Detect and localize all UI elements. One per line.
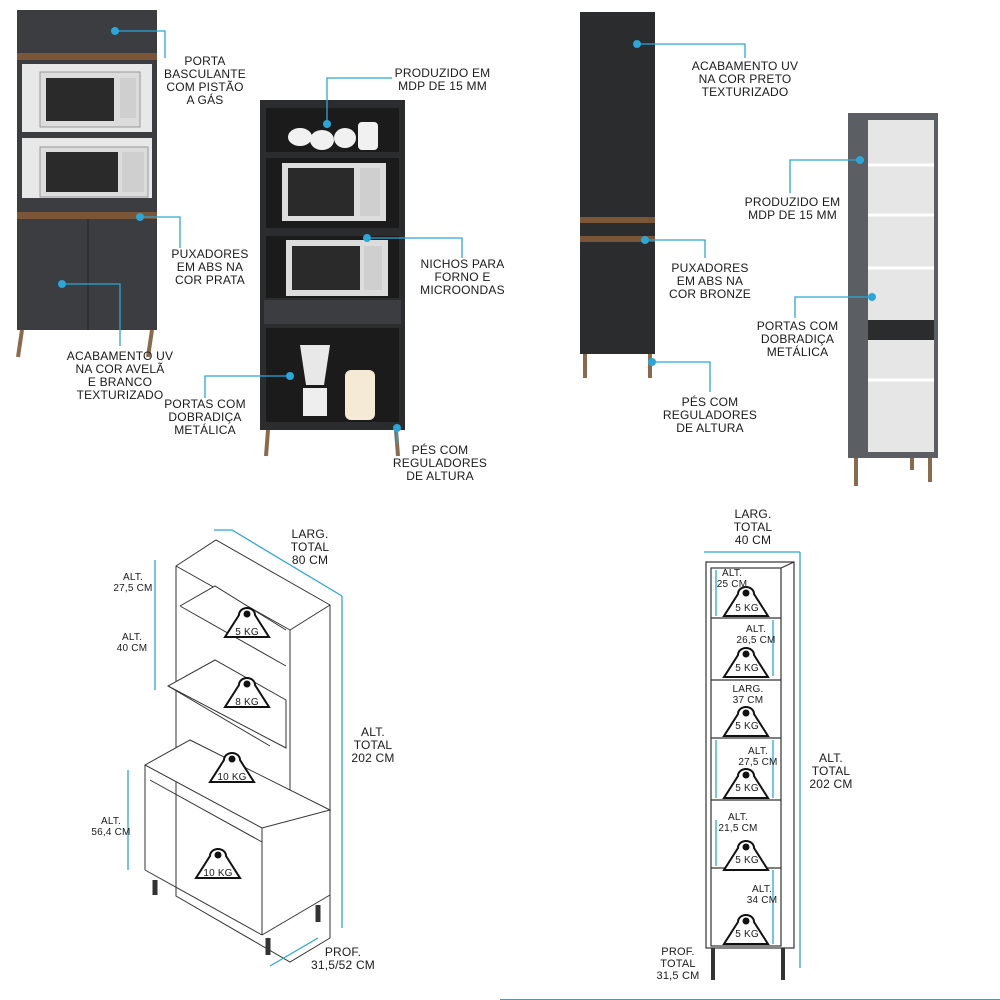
dim-prof-left: PROF. 31,5/52 CM xyxy=(310,945,376,972)
dim-shelf-4: ALT. 27,5 CM xyxy=(738,746,778,768)
weight-label-r5: 5 Kg xyxy=(735,855,759,866)
dim-alt-2-left: ALT. 40 CM xyxy=(116,632,148,654)
dim-shelf-2: ALT. 26,5 CM xyxy=(736,624,776,646)
label-portas-dobradica-2: PORTAS COM DOBRADIÇA METÁLICA xyxy=(756,319,839,359)
label-puxadores-prata: PUXADORES EM ABS NA COR PRATA xyxy=(171,247,249,287)
dim-larg-total-right: LARG. TOTAL 40 CM xyxy=(733,507,773,547)
cabinet-4-technical-drawing xyxy=(705,561,795,980)
cabinet-1-image xyxy=(16,10,157,358)
callout-lines xyxy=(62,30,872,444)
weight-label-r1: 5 Kg xyxy=(735,603,759,614)
cabinet-1-dimension-lines xyxy=(127,529,343,967)
weight-label-1: 5 Kg xyxy=(235,627,259,638)
dim-shelf-5: ALT. 21,5 CM xyxy=(718,812,758,834)
cabinet-2-image xyxy=(260,100,405,457)
weight-label-r2: 5 Kg xyxy=(735,663,759,674)
cabinet-4-image xyxy=(848,113,938,486)
label-acabamento-preto: ACABAMENTO UV NA COR PRETO TEXTURIZADO xyxy=(691,59,799,99)
weight-label-4: 10 Kg xyxy=(203,868,233,879)
label-puxadores-bronze: PUXADORES EM ABS NA COR BRONZE xyxy=(668,261,751,301)
label-produzido-mdp-1: PRODUZIDO EM MDP DE 15 MM xyxy=(394,66,491,93)
label-acabamento-avela: ACABAMENTO UV NA COR AVELÃ E BRANCO TEXT… xyxy=(66,349,174,402)
dim-alt-total-left: ALT. TOTAL 202 CM xyxy=(351,725,395,765)
dim-shelf-1: ALT. 25 CM xyxy=(716,568,748,590)
label-pes-reguladores-1: PÉS COM REGULADORES DE ALTURA xyxy=(392,443,488,483)
weight-label-r4: 5 Kg xyxy=(735,783,759,794)
weight-label-3: 10 Kg xyxy=(217,772,247,783)
label-produzido-mdp-2: PRODUZIDO EM MDP DE 15 MM xyxy=(744,195,841,222)
cabinet-4-dimension-lines xyxy=(500,551,1000,1000)
callout-dots xyxy=(58,27,876,432)
dim-shelf-6: ALT. 34 CM xyxy=(746,884,778,906)
label-pes-reguladores-2: PÉS COM REGULADORES DE ALTURA xyxy=(662,395,758,435)
weight-label-r3: 5 Kg xyxy=(735,721,759,732)
cabinet-1-technical-drawing xyxy=(143,539,332,963)
dim-alt-total-right: ALT. TOTAL 202 CM xyxy=(809,751,853,791)
dim-prof-right: PROF. TOTAL 31,5 CM xyxy=(656,946,700,982)
weight-label-2: 8 Kg xyxy=(235,697,259,708)
label-porta-basculante: PORTA BASCULANTE COM PISTÃO A GÁS xyxy=(163,54,247,107)
dim-alt-1-left: ALT. 27,5 CM xyxy=(113,572,153,594)
dim-shelf-3: LARG. 37 CM xyxy=(732,684,764,706)
cabinet-3-image xyxy=(580,12,655,378)
dim-alt-3-left: ALT. 56,4 CM xyxy=(91,816,131,838)
dim-larg-total-left: LARG. TOTAL 80 CM xyxy=(290,527,330,567)
label-nichos: NICHOS PARA FORNO E MICROONDAS xyxy=(420,257,505,297)
label-portas-dobradica-1: PORTAS COM DOBRADIÇA METÁLICA xyxy=(164,397,246,437)
weight-label-r6: 5 Kg xyxy=(735,929,759,940)
